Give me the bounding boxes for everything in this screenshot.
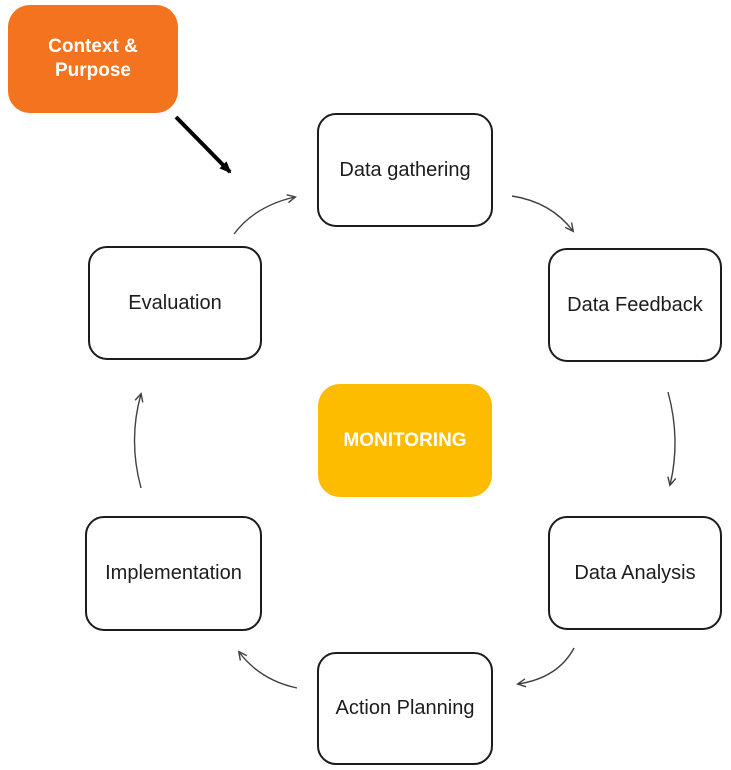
arrow-action-planning-to-implementation (237, 650, 298, 689)
arrow-evaluation-to-data-gathering (233, 194, 297, 235)
node-action-planning: Action Planning (317, 652, 493, 765)
node-evaluation: Evaluation (88, 246, 262, 360)
node-data-gathering: Data gathering (317, 113, 493, 227)
node-context-purpose: Context & Purpose (8, 5, 178, 113)
arrow-data-gathering-to-data-feedback (511, 195, 575, 233)
node-implementation: Implementation (85, 516, 262, 631)
arrow-context-purpose-to-data-gathering (174, 115, 232, 174)
node-monitoring: MONITORING (318, 384, 492, 497)
arrow-data-analysis-to-action-planning (516, 647, 575, 688)
arrow-implementation-to-evaluation (133, 392, 144, 489)
node-data-feedback: Data Feedback (548, 248, 722, 362)
node-data-analysis: Data Analysis (548, 516, 722, 630)
arrow-data-feedback-to-data-analysis (667, 391, 677, 487)
